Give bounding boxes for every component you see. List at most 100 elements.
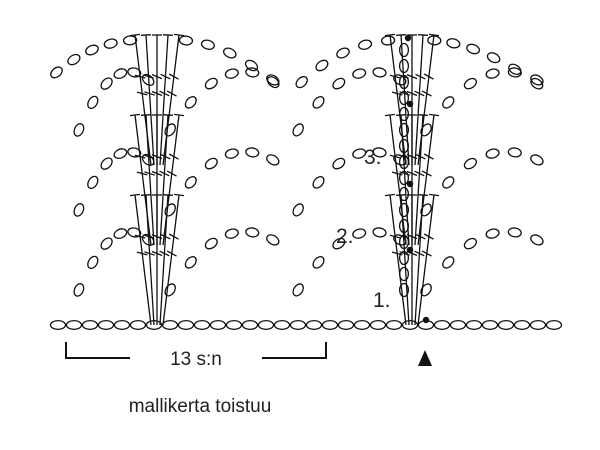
chain-stitch [485,68,500,79]
chain-stitch [266,76,280,89]
row-label-2: 2. [336,225,354,248]
chain-stitch [463,157,478,170]
chain-stitch [312,176,325,189]
treble-crochet [145,34,155,166]
chain-stitch [164,203,176,217]
treble-crochet [159,90,170,97]
treble-crochet [144,91,155,96]
chain-stitch [545,319,563,331]
chain-stitch [113,228,128,240]
chain-stitch [204,237,218,250]
chain-stitch [446,38,461,49]
treble-crochet [160,233,171,240]
chain-stitch [103,38,118,49]
row-label-1: 1. [373,289,391,312]
chain-stitch [87,95,99,110]
chain-stitch [164,123,176,137]
chain-stitch [100,77,113,90]
chain-stitch [245,227,260,238]
treble-crochet [159,250,170,257]
slip-stitch [406,246,414,254]
treble-crochet [428,193,440,197]
treble-crochet [414,34,424,166]
treble-crochet [144,251,155,256]
treble-crochet [162,34,180,166]
treble-crochet [415,73,426,80]
chain-stitch [257,319,275,331]
treble-crochet [173,113,185,117]
chain-stitch [85,44,99,56]
treble-crochet [389,74,401,79]
chain-stitch [466,43,481,55]
chain-stitch [463,237,478,250]
chain-stitch [358,39,373,50]
chain-stitch [369,319,387,331]
chain-stitch [273,319,291,331]
chain-stitch [184,256,197,269]
treble-crochet [423,153,434,160]
treble-crochet [384,113,396,117]
chain-stitch [398,186,410,202]
chain-stitch [497,319,515,331]
treble-crochet [415,153,426,160]
chain-stitch [184,176,197,189]
chain-stitch [398,282,410,298]
chain-stitch [200,39,215,50]
chain-stitch [353,319,371,331]
chain-stitch [224,228,239,239]
chain-stitch [530,234,544,246]
treble-crochet [417,194,429,196]
chain-stitch [398,266,410,282]
treble-crochet [129,193,141,197]
chain-stitch [398,122,410,138]
chain-stitch [398,218,410,234]
chain-stitch [337,319,355,331]
treble-crochet [415,233,426,240]
treble-crochet [395,34,407,36]
chain-stitch [266,154,280,166]
chain-stitch [295,75,308,89]
chain-stitch [481,319,499,331]
chain-stitch [161,319,179,331]
treble-crochet [134,194,152,326]
treble-crochet [151,90,163,97]
chain-stitch [87,175,99,190]
treble-crochet [159,34,169,166]
slip-stitch [422,316,430,324]
treble-crochet [395,194,407,196]
chain-stitch [305,319,323,331]
chain-stitch [442,256,455,269]
treble-crochet [428,113,440,117]
chain-stitch [507,147,522,158]
chain-stitch [312,96,325,109]
treble-crochet [406,90,418,97]
chain-stitch [141,73,155,86]
treble-crochet [162,114,180,246]
slip-stitch [406,180,414,188]
chain-stitch [87,255,99,270]
repeat-caption: mallikerta toistuu [129,396,272,417]
treble-crochet [160,73,171,80]
chain-stitch [178,35,194,46]
chain-stitch [398,234,410,250]
chain-stitch [398,90,410,106]
treble-crochet [417,34,429,36]
chain-stitch [530,154,544,166]
treble-crochet [140,194,152,196]
chain-stitch [292,203,304,217]
chain-stitch [321,319,339,331]
treble-crochet [384,33,396,37]
slip-stitch [406,100,414,108]
chain-stitch [352,228,367,239]
slip-stitch [404,34,412,42]
chain-stitch [141,153,155,166]
chain-stitch [127,147,142,158]
treble-crochet [168,153,179,160]
chain-stitch [442,96,455,109]
chain-stitch [97,319,115,331]
treble-crochet [134,74,146,79]
chain-stitch [164,283,176,297]
chain-stitch [427,35,442,46]
chain-stitch [292,123,304,137]
